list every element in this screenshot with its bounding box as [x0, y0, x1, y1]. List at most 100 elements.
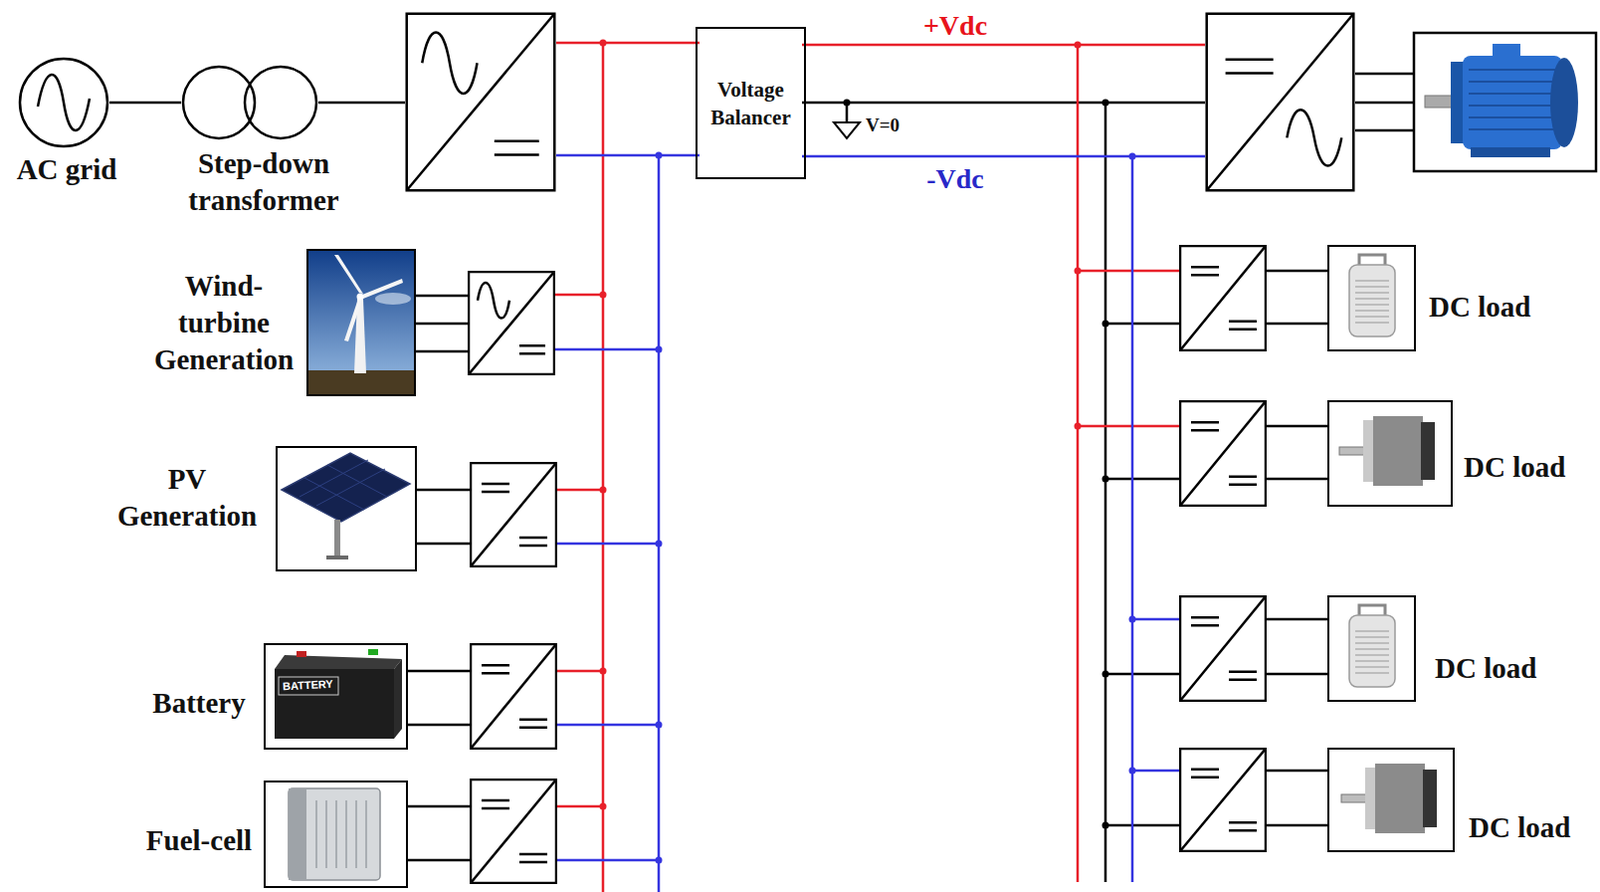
- motor-frame: [1413, 32, 1597, 172]
- stepper-motor-picture: [1341, 763, 1437, 833]
- node-label: PV Generation: [107, 460, 267, 535]
- pole: [334, 519, 341, 558]
- dc-load-box: DC load: [1327, 747, 1455, 852]
- transformer-symbol: [181, 64, 319, 141]
- battery-top: [274, 654, 402, 669]
- motor-cap: [1420, 421, 1435, 480]
- dc-load-box: DC load: [1327, 595, 1416, 702]
- wind-turbine-image: Wind- turbine Generation: [306, 248, 416, 397]
- battery-image: Battery: [263, 642, 408, 750]
- battery-plate: [278, 676, 339, 695]
- junction-dots: [600, 39, 1082, 810]
- panel: [281, 452, 410, 522]
- blade: [344, 298, 363, 342]
- balancer-box: Voltage Balancer: [695, 26, 806, 180]
- fuel-cell-slots: [316, 800, 367, 868]
- motor-flange: [1450, 61, 1465, 144]
- motor-cap: [1422, 769, 1437, 827]
- junction-dots: [655, 152, 1137, 864]
- dc-dc-converter: [470, 643, 557, 749]
- node-label: Voltage Balancer: [697, 75, 804, 132]
- terminal: [368, 648, 379, 655]
- node-label: Battery: [129, 684, 269, 722]
- grid-circle: [17, 56, 110, 149]
- dc-load-box: DC load: [1327, 400, 1453, 507]
- ac-dc-converter: [468, 271, 555, 375]
- motor-body: [1373, 415, 1423, 486]
- ground-label: V=0: [865, 113, 900, 138]
- neutral-wires: [318, 73, 1414, 882]
- heater-grill: [1355, 280, 1390, 323]
- battery-body: [274, 668, 395, 739]
- motor-plate: [1365, 767, 1376, 829]
- bus-voltage-label: +Vdc: [895, 7, 1015, 44]
- fuel-cell-side: [288, 788, 307, 880]
- sky: [308, 250, 414, 395]
- battery-print: BATTERY: [282, 676, 334, 694]
- heater-handle: [1359, 604, 1386, 615]
- stepper-motor-picture: [1339, 415, 1435, 486]
- node-label: Wind- turbine Generation: [142, 267, 306, 379]
- motor-shaft: [1339, 446, 1366, 455]
- grid-outline: [19, 58, 108, 147]
- dc-ac-inverter: [1206, 13, 1355, 192]
- winding: [244, 66, 317, 139]
- node-label: DC load: [1468, 808, 1571, 846]
- dc-dc-converter: [470, 779, 557, 883]
- motor-fins: [1468, 69, 1557, 130]
- motor-body: [1462, 55, 1563, 150]
- pole-base: [326, 555, 349, 560]
- motor-body: [1375, 763, 1425, 833]
- ac-dc-converter: [406, 13, 556, 192]
- motor-plate: [1363, 419, 1374, 482]
- blade: [362, 278, 403, 299]
- dc-dc-converter: [470, 462, 557, 567]
- heater-grill: [1355, 630, 1390, 673]
- bus-voltage-label: -Vdc: [895, 161, 1015, 198]
- ground-symbol: [833, 122, 860, 139]
- panel-grid: [299, 459, 388, 510]
- motor-feet: [1470, 147, 1551, 158]
- battery-side: [394, 658, 402, 739]
- node-label: DC load: [1434, 649, 1537, 687]
- connector-wire: [109, 101, 182, 105]
- heater-picture: [1349, 254, 1396, 337]
- ac-motor-picture: [1413, 32, 1597, 172]
- heater-body: [1349, 264, 1396, 337]
- junction-dots: [843, 99, 1110, 829]
- motor-shaft: [1424, 95, 1455, 108]
- node-label: AC grid: [6, 151, 127, 189]
- fuel-cell-picture: [288, 788, 381, 880]
- node-label: Fuel-cell: [129, 821, 269, 859]
- cloud: [375, 292, 411, 305]
- terminal: [296, 650, 307, 657]
- transformer: Step-down transformer: [181, 64, 319, 141]
- grid-source: AC grid: [17, 56, 110, 149]
- battery-picture: [274, 648, 402, 739]
- heater-picture: [1349, 604, 1396, 687]
- node-label: Step-down transformer: [174, 145, 354, 219]
- positive-bus: [555, 42, 1205, 892]
- wind-turbine-picture: [308, 250, 414, 395]
- fuel-cell-image: Fuel-cell: [263, 780, 408, 888]
- dc-dc-converter: [1180, 245, 1266, 351]
- dc-dc-converter: [1180, 400, 1266, 506]
- sine-symbol: [37, 74, 90, 131]
- ground: [308, 370, 414, 395]
- pv-image: PV Generation: [275, 445, 417, 572]
- motor-shaft: [1341, 794, 1368, 802]
- motor-end-cap: [1550, 57, 1579, 148]
- node-label: DC load: [1463, 448, 1566, 486]
- pv-panel-picture: [281, 452, 410, 560]
- heater-body: [1349, 614, 1396, 687]
- node-label: DC load: [1428, 288, 1531, 326]
- heater-handle: [1359, 254, 1386, 265]
- hub: [357, 293, 365, 301]
- blade: [334, 254, 364, 294]
- negative-bus: [555, 155, 1205, 892]
- dc-dc-converter: [1180, 748, 1266, 851]
- dc-dc-converter: [1180, 596, 1266, 701]
